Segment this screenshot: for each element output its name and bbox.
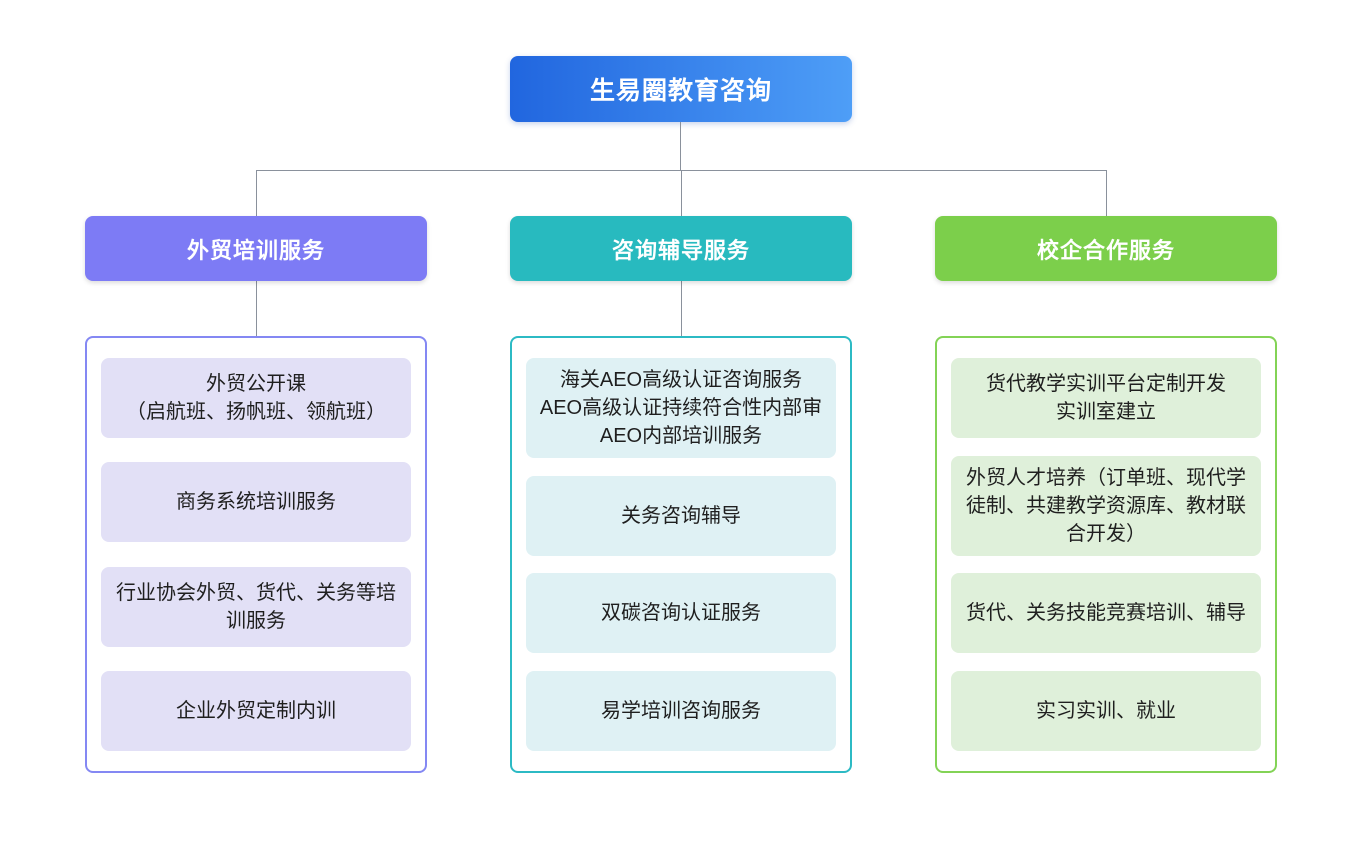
connector-drop-1	[256, 170, 257, 216]
node-item: 实习实训、就业	[951, 670, 1261, 751]
node-item: 企业外贸定制内训	[101, 670, 411, 751]
node-item-line: 外贸公开课	[206, 373, 306, 395]
connector-drop-3	[1106, 170, 1107, 216]
branch-header-3: 校企合作服务	[935, 216, 1277, 281]
branch-container-3: 货代教学实训平台定制开发实训室建立外贸人才培养（订单班、现代学徒制、共建教学资源…	[935, 336, 1277, 773]
node-item: 关务咨询辅导	[526, 475, 836, 556]
node-item-line: （启航班、扬帆班、领航班）	[126, 401, 386, 423]
node-item: 商务系统培训服务	[101, 462, 411, 543]
node-item-line: 货代教学实训平台定制开发	[986, 373, 1226, 395]
node-item-line: 海关AEO高级认证咨询服务	[559, 369, 803, 391]
branch-header-1: 外贸培训服务	[85, 216, 427, 281]
node-item: 货代、关务技能竞赛培训、辅导	[951, 573, 1261, 654]
branch-container-1: 外贸公开课 （启航班、扬帆班、领航班） 商务系统培训服务行业协会外贸、货代、关务等培…	[85, 336, 427, 773]
node-item: 海关AEO高级认证咨询服务 AEO高级认证持续符合性内部审 AEO内部培训服务	[526, 358, 836, 458]
node-item: 易学培训咨询服务	[526, 670, 836, 751]
node-item: 外贸公开课 （启航班、扬帆班、领航班）	[101, 358, 411, 438]
node-item-line: AEO内部培训服务	[599, 425, 763, 447]
branch-header-2: 咨询辅导服务	[510, 216, 852, 281]
connector-drop-2	[681, 170, 682, 216]
node-item: 行业协会外贸、货代、关务等培训服务	[101, 566, 411, 647]
node-item: 货代教学实训平台定制开发实训室建立	[951, 358, 1261, 438]
connector-header-container-1	[256, 281, 257, 336]
connector-root-trunk	[680, 122, 681, 170]
branch-container-2: 海关AEO高级认证咨询服务 AEO高级认证持续符合性内部审 AEO内部培训服务关务咨…	[510, 336, 852, 773]
node-item-line: AEO高级认证持续符合性内部审	[539, 397, 823, 419]
node-item: 外贸人才培养（订单班、现代学徒制、共建教学资源库、教材联合开发）	[951, 455, 1261, 556]
node-item-line: 实训室建立	[1056, 401, 1156, 423]
node-item: 双碳咨询认证服务	[526, 573, 836, 654]
root-node: 生易圈教育咨询	[510, 56, 852, 122]
connector-header-container-2	[681, 281, 682, 336]
